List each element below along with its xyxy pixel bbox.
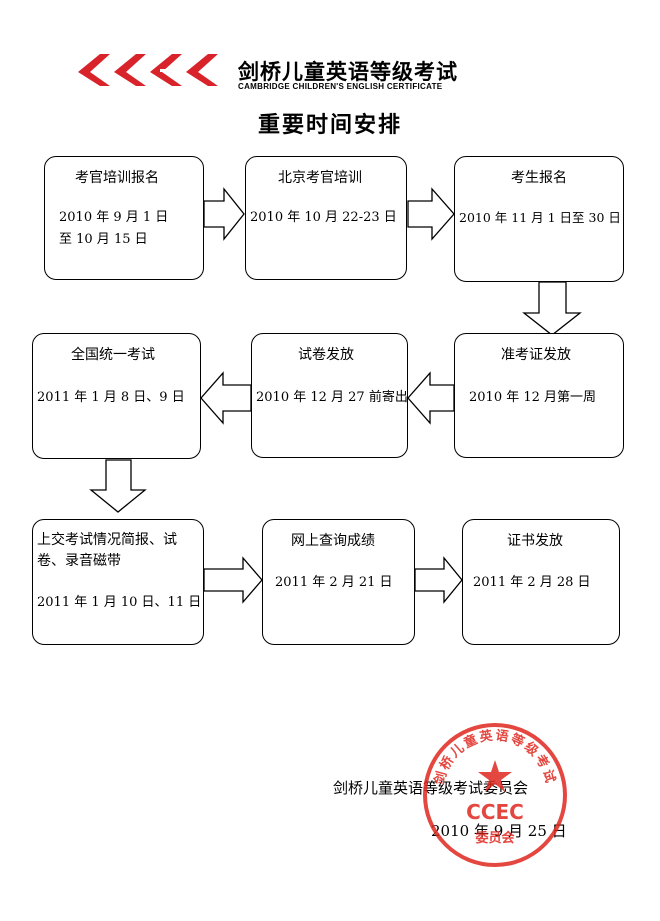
arrow-right-1 bbox=[203, 187, 245, 241]
step-box-paper-distribution: 试卷发放 2010 年 12 月 27 前寄出 bbox=[251, 333, 408, 458]
step-title: 考官培训报名 bbox=[75, 170, 159, 186]
step-box-certificate: 证书发放 2011 年 2 月 28 日 bbox=[462, 519, 620, 645]
step-date: 2011 年 2 月 21 日 bbox=[275, 575, 393, 590]
step-title: 全国统一考试 bbox=[71, 347, 155, 363]
step-date: 2010 年 9 月 1 日 至 10 月 15 日 bbox=[59, 210, 169, 247]
step-box-admission-ticket: 准考证发放 2010 年 12 月第一周 bbox=[454, 333, 624, 458]
step-title: 北京考官培训 bbox=[278, 170, 362, 186]
arrow-left-2 bbox=[200, 371, 252, 425]
step-box-score-query: 网上查询成绩 2011 年 2 月 21 日 bbox=[262, 519, 415, 645]
step-date: 2011 年 1 月 8 日、9 日 bbox=[37, 390, 185, 405]
step-box-candidate-registration: 考生报名 2010 年 11 月 1 日至 30 日 bbox=[454, 156, 624, 282]
step-title: 网上查询成绩 bbox=[291, 533, 375, 549]
step-date: 2011 年 2 月 28 日 bbox=[473, 575, 591, 590]
official-seal: 剑桥儿童英语等级考试 CCEC 委员会 bbox=[423, 723, 567, 867]
svg-text:委员会: 委员会 bbox=[474, 830, 515, 846]
step-box-submit-report: 上交考试情况简报、试 卷、录音磁带 2011 年 1 月 10 日、11 日 bbox=[32, 519, 204, 645]
step-box-national-exam: 全国统一考试 2011 年 1 月 8 日、9 日 bbox=[32, 333, 201, 459]
step-date: 2010 年 11 月 1 日至 30 日 bbox=[459, 210, 621, 225]
step-title: 证书发放 bbox=[507, 533, 563, 549]
org-name-en: CAMBRIDGE CHILDREN'S ENGLISH CERTIFICATE bbox=[238, 82, 443, 91]
step-title: 试卷发放 bbox=[298, 347, 354, 363]
step-title: 考生报名 bbox=[511, 170, 567, 186]
step-date: 2010 年 12 月 27 前寄出 bbox=[256, 390, 408, 405]
step-date: 2010 年 12 月第一周 bbox=[469, 390, 597, 405]
step-title: 准考证发放 bbox=[501, 347, 571, 363]
signature-text: 剑桥儿童英语等级考试委员会 bbox=[333, 779, 529, 797]
step-box-beijing-training: 北京考官培训 2010 年 10 月 22-23 日 bbox=[245, 156, 407, 280]
arrow-down-2 bbox=[89, 459, 147, 513]
arrow-right-2 bbox=[407, 187, 455, 241]
signature-date: 2010 年 9 月 25 日 bbox=[431, 822, 567, 840]
step-title: 上交考试情况简报、试 卷、录音磁带 bbox=[37, 532, 177, 569]
arrow-left-1 bbox=[407, 371, 455, 425]
step-date: 2011 年 1 月 10 日、11 日 bbox=[37, 595, 202, 610]
arrow-down-1 bbox=[522, 281, 582, 336]
page-title: 重要时间安排 bbox=[257, 113, 402, 138]
org-name-cn: 剑桥儿童英语等级考试 bbox=[238, 60, 458, 84]
arrow-right-4 bbox=[414, 556, 463, 604]
step-date: 2010 年 10 月 22-23 日 bbox=[250, 210, 397, 225]
svg-text:CCEC: CCEC bbox=[466, 800, 524, 824]
arrow-right-3 bbox=[203, 556, 263, 604]
ccec-logo bbox=[78, 54, 218, 86]
step-box-examiner-registration: 考官培训报名 2010 年 9 月 1 日 至 10 月 15 日 bbox=[44, 156, 204, 280]
